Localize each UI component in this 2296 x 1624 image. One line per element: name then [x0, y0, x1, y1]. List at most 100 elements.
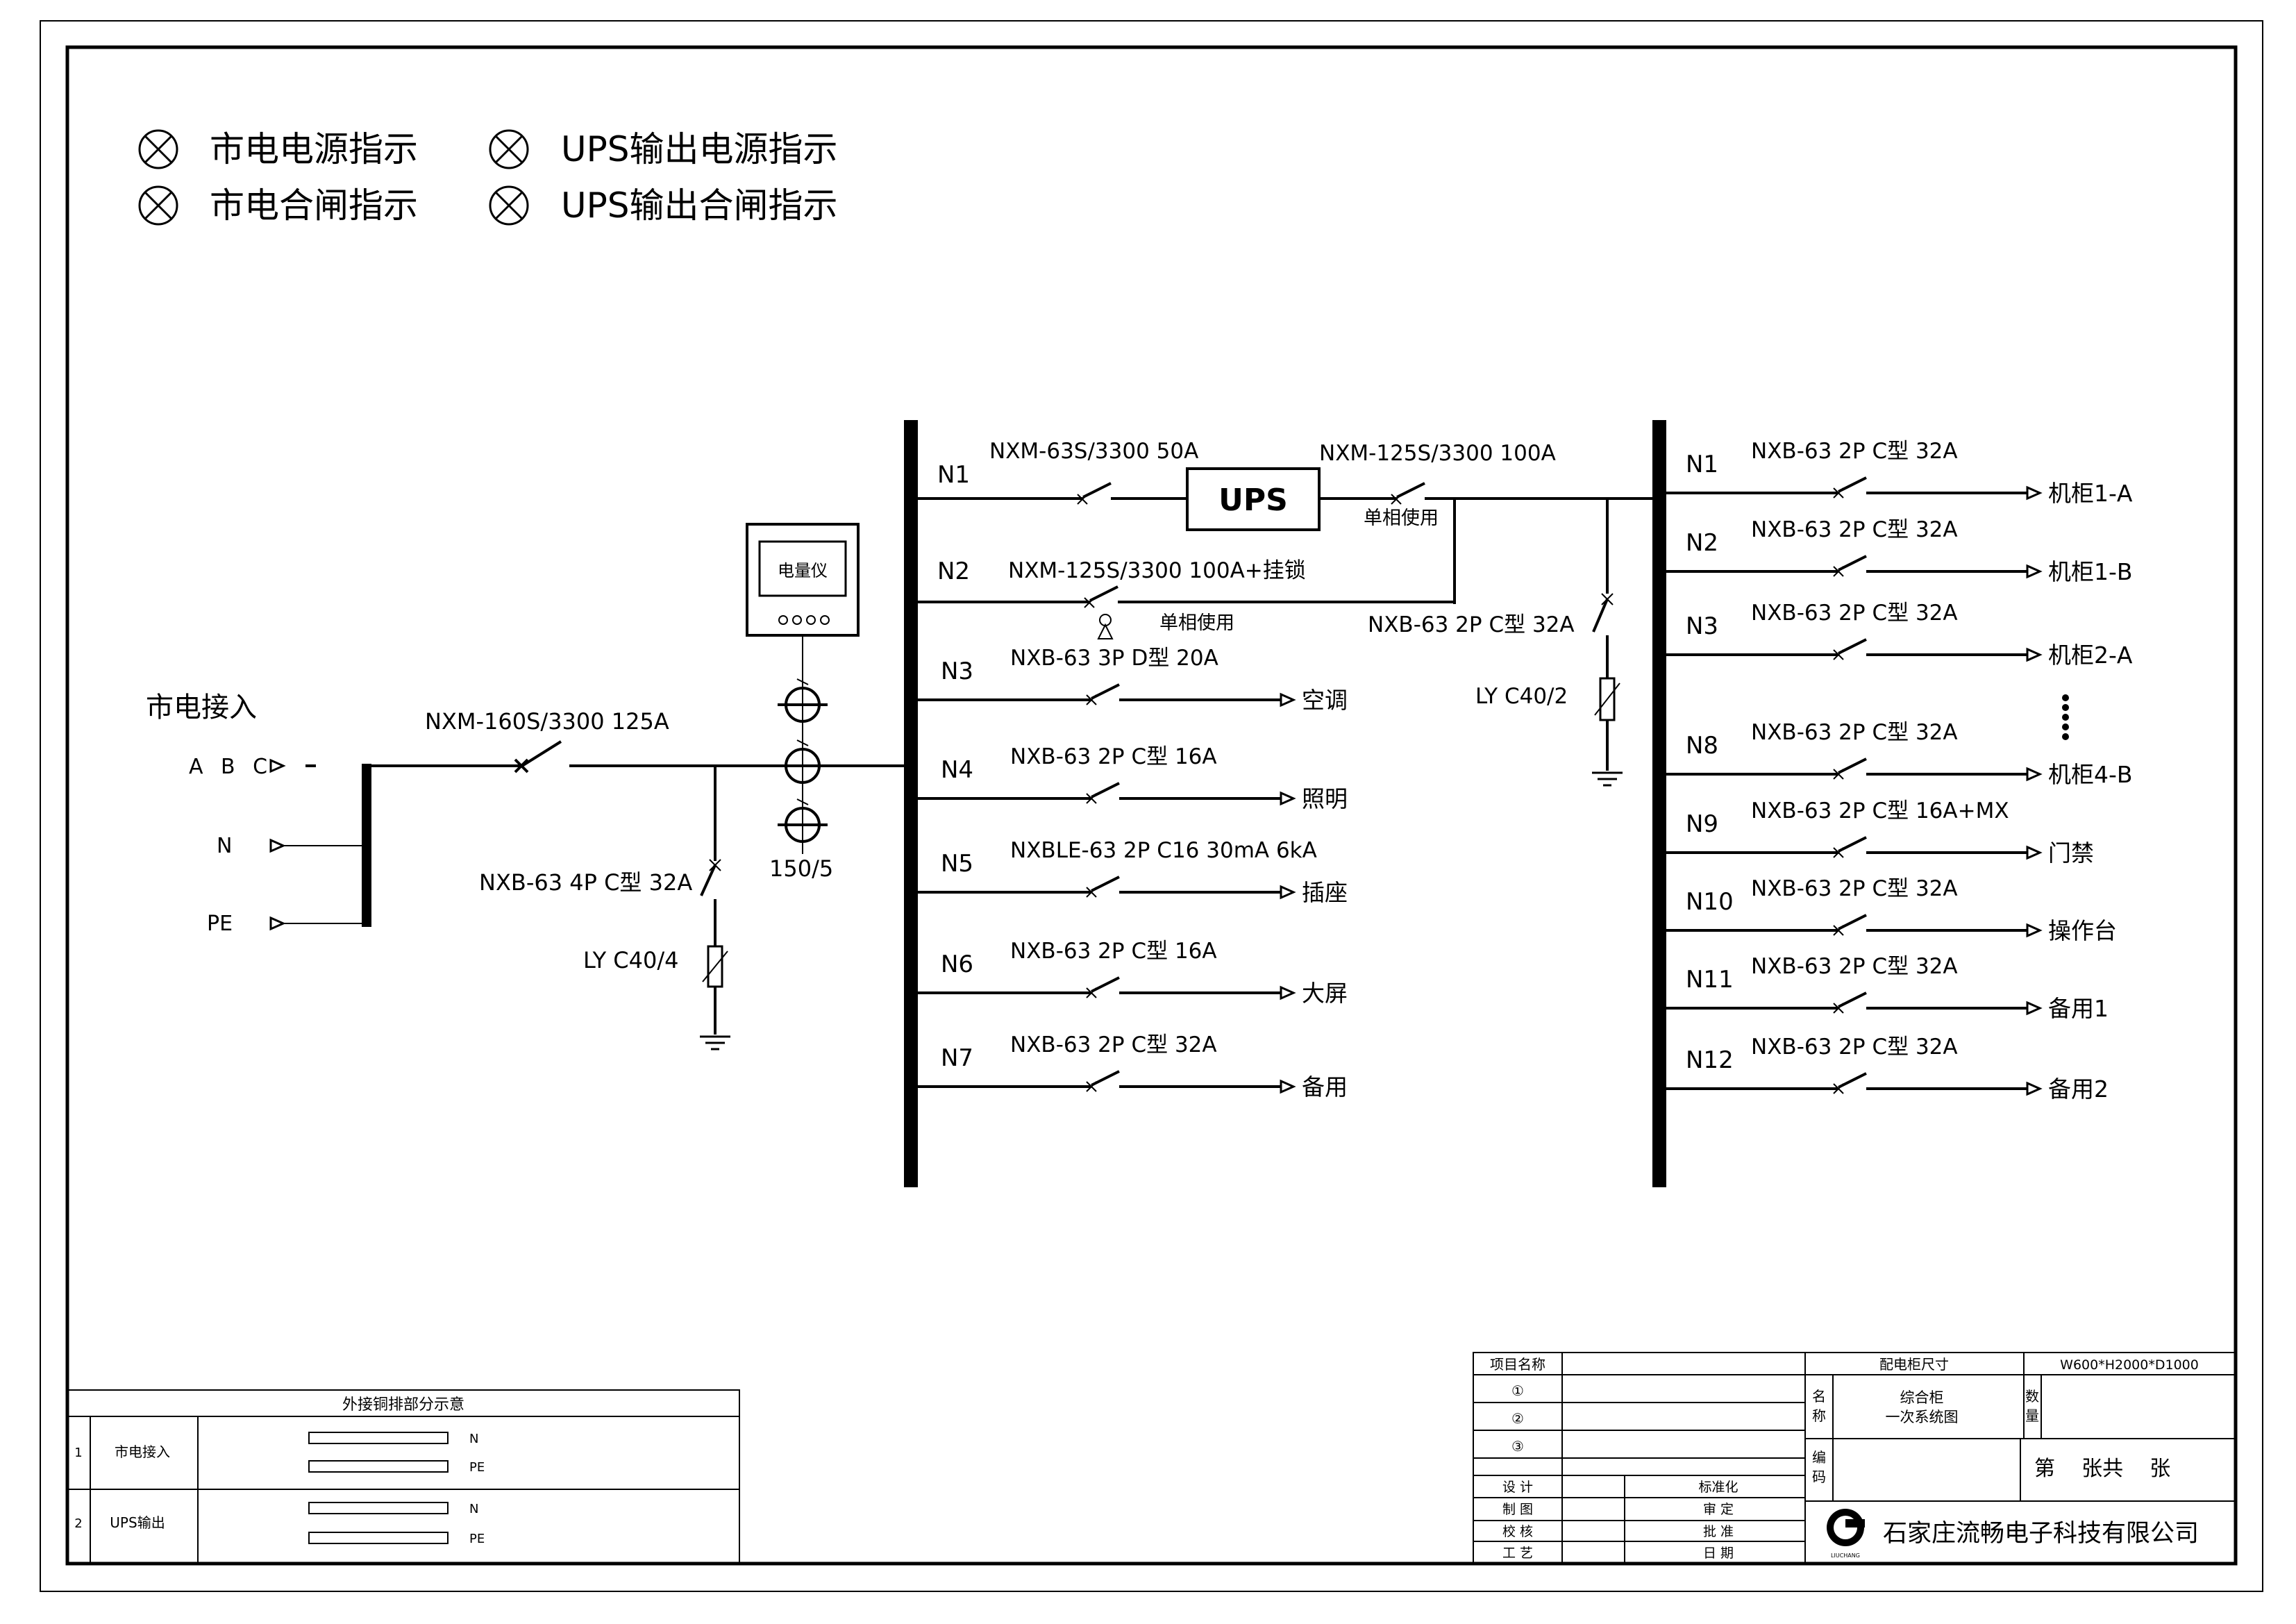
breaker-switch — [1838, 836, 1867, 853]
breaker-label: NXM-125S/3300 100A+挂锁 — [1008, 558, 1306, 583]
load-arrow-icon — [1280, 1080, 1295, 1094]
breaker-label: NXB-63 2P C型 32A — [1751, 517, 1958, 542]
load-arrow-icon — [2026, 564, 2041, 578]
role-label: 日 期 — [1703, 1546, 1734, 1561]
circuit-id: N10 — [1686, 888, 1734, 916]
breaker-switch — [1838, 476, 1867, 493]
breaker-label: NXB-63 2P C型 32A — [1751, 601, 1958, 626]
company-name: 石家庄流畅电子科技有限公司 — [1883, 1520, 2199, 1548]
title-block: 项目名称 ① ② ③ 设 计 制 图 校 核 工 艺 标准化 审 定 批 准 日… — [1473, 1352, 2236, 1564]
project-name-label: 项目名称 — [1490, 1356, 1545, 1373]
role-label: 批 准 — [1703, 1524, 1734, 1539]
table-row-name: UPS输出 — [110, 1514, 165, 1531]
breaker-switch — [1091, 782, 1120, 798]
lamp-icon — [489, 185, 529, 226]
legend-label: UPS输出合闸指示 — [561, 185, 838, 226]
ups-out-note: 单相使用 — [1364, 508, 1439, 529]
breaker-label: NXB-63 2P C型 32A — [1010, 1032, 1217, 1057]
name-label: 称 — [1812, 1407, 1826, 1424]
current-transformers — [778, 678, 828, 843]
circuit-id: N1 — [937, 461, 970, 489]
circuit-id: N3 — [941, 658, 973, 685]
circuit-id: N12 — [1686, 1046, 1734, 1074]
ups-spd-label: LY C40/2 — [1475, 684, 1568, 709]
load-label: 操作台 — [2048, 917, 2117, 944]
load-arrow-icon — [2026, 767, 2041, 781]
breaker-label: NXB-63 2P C型 32A — [1751, 720, 1958, 745]
ups-path: N1 NXM-63S/3300 50A UPS NXM-125S/3300 10… — [918, 439, 1652, 787]
table-row-no: 2 — [74, 1516, 82, 1531]
role-label: 审 定 — [1703, 1502, 1734, 1517]
load-label: 备用2 — [2048, 1075, 2109, 1103]
lamp-icon — [489, 129, 529, 169]
breaker-label: NXB-63 2P C型 32A — [1751, 439, 1958, 464]
legend-label: UPS输出电源指示 — [561, 129, 838, 169]
breaker-switch — [1592, 598, 1609, 633]
breaker-label: NXB-63 2P C型 32A — [1751, 1035, 1958, 1060]
terminal-arrow-icon — [269, 839, 285, 853]
breaker-switch — [1838, 555, 1867, 571]
bar-label: PE — [469, 1460, 485, 1475]
breaker-switch — [1838, 638, 1867, 655]
feeder-circuit: N9 NXB-63 2P C型 16A+MX 门禁 — [1666, 798, 2094, 867]
drawing-frame — [65, 45, 2238, 1566]
ground-icon — [1591, 771, 1624, 787]
load-label: 门禁 — [2048, 839, 2094, 867]
incoming-supply: 市电接入 A B C N PE NXM-160S/3300 125A NXB-6… — [146, 523, 910, 1050]
ups-unit — [1186, 467, 1321, 531]
breaker-label: NXB-63 3P D型 20A — [1010, 646, 1218, 671]
load-arrow-icon — [2026, 1001, 2041, 1015]
item-no: ② — [1511, 1410, 1524, 1427]
load-arrow-icon — [2026, 1082, 2041, 1096]
continuation-dots — [2062, 694, 2069, 740]
outer-border — [40, 20, 2263, 1592]
code-label: 编 — [1812, 1449, 1826, 1466]
load-arrow-icon — [1280, 885, 1295, 899]
load-arrow-icon — [1280, 986, 1295, 1000]
load-arrow-icon — [2026, 486, 2041, 500]
main-breaker-switch — [521, 740, 562, 767]
circuit-id: N2 — [1686, 529, 1718, 557]
item-no: ③ — [1511, 1438, 1524, 1455]
breaker-label: NXB-63 2P C型 16A+MX — [1751, 798, 2009, 823]
phase-label: A B C — [189, 755, 273, 779]
load-label: 机柜2-A — [2048, 642, 2133, 669]
code-label: 码 — [1812, 1468, 1826, 1485]
cabinet-size-label: 配电柜尺寸 — [1879, 1356, 1949, 1373]
circuit-id: N7 — [941, 1044, 973, 1072]
qty-label: 量 — [2025, 1407, 2039, 1424]
breaker-switch — [1091, 876, 1120, 892]
bar-label: PE — [469, 1532, 485, 1546]
role-label: 工 艺 — [1502, 1546, 1533, 1561]
breaker-label: NXM-63S/3300 50A — [989, 439, 1198, 464]
earth-label: PE — [207, 912, 233, 936]
bar-label: N — [469, 1502, 478, 1516]
circuit-id: N9 — [1686, 810, 1718, 838]
name-label: 名 — [1812, 1388, 1826, 1405]
role-label: 校 核 — [1502, 1524, 1533, 1539]
breaker-switch — [1089, 585, 1118, 602]
circuit-id: N4 — [941, 756, 973, 784]
drawing-name: 一次系统图 — [1886, 1409, 1959, 1425]
ups-label: UPS — [1218, 483, 1288, 518]
load-label: 备用 — [1302, 1073, 1348, 1100]
power-meter-label: 电量仪 — [778, 561, 828, 580]
load-label: 空调 — [1302, 687, 1348, 714]
feeder-circuit: N10 NXB-63 2P C型 32A 操作台 — [1666, 876, 2117, 944]
bypass-note: 单相使用 — [1159, 612, 1234, 634]
feeder-circuit: N7 NXB-63 2P C型 32A 备用 — [918, 1032, 1348, 1100]
indicator-legend: 市电电源指示 UPS输出电源指示 市电合闸指示 UPS输出合闸指示 — [138, 129, 838, 226]
breaker-label: NXB-63 2P C型 32A — [1751, 876, 1958, 901]
circuit-id: N3 — [1686, 612, 1718, 640]
legend-label: 市电电源指示 — [210, 129, 418, 169]
circuit-id: N11 — [1686, 966, 1734, 994]
load-arrow-icon — [1280, 693, 1295, 707]
